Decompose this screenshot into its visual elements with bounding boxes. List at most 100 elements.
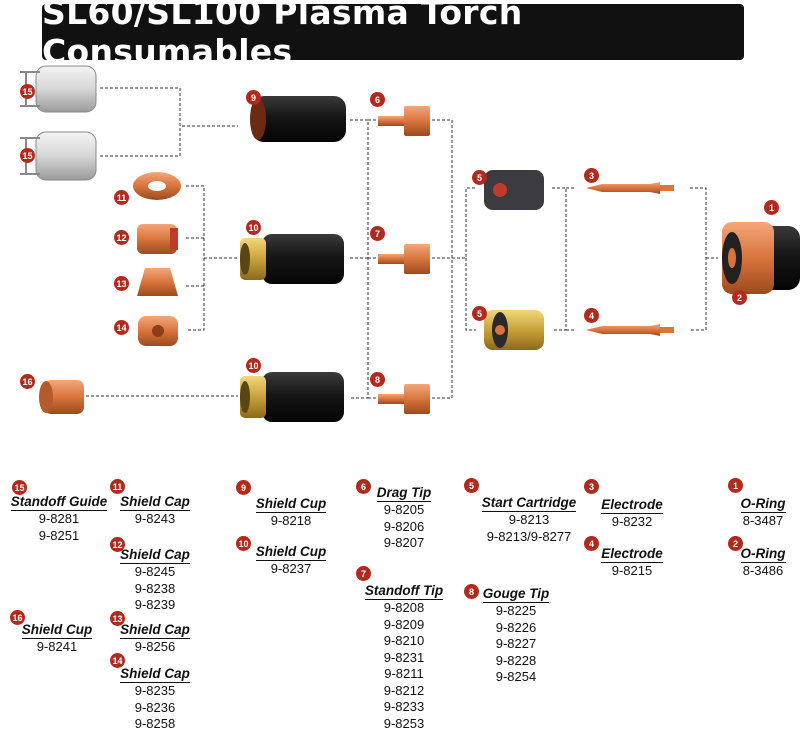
- legend-shield-cup-9: Shield Cup 9-8218: [246, 495, 336, 530]
- badge-16: 16: [20, 374, 35, 389]
- legend-standoff-guide: Standoff Guide 9-8281 9-8251: [4, 493, 114, 544]
- part-name: Electrode: [601, 546, 663, 563]
- badge-14: 14: [114, 320, 129, 335]
- legend-badge: 2: [728, 536, 743, 551]
- badge-8: 8: [370, 372, 385, 387]
- part-number: 9-8208: [383, 600, 425, 615]
- part-name: Start Cartridge: [481, 495, 577, 512]
- part-name: Shield Cup: [255, 496, 327, 513]
- legend-o-ring-2: O-Ring 8-3486: [728, 545, 798, 580]
- part-number: 9-8233: [383, 699, 425, 714]
- legend-badge: 5: [464, 478, 479, 493]
- electrode-icon: [586, 182, 674, 336]
- legend-shield-cup-16: Shield Cup 9-8241: [14, 621, 100, 656]
- badge-3: 3: [584, 168, 599, 183]
- badge-2: 2: [732, 290, 747, 305]
- legend-electrode-3: Electrode 9-8232: [590, 496, 674, 531]
- legend-badge: 16: [10, 610, 25, 625]
- legend-electrode-4: Electrode 9-8215: [590, 545, 674, 580]
- part-number: 8-3487: [742, 513, 784, 528]
- legend-badge: 13: [110, 611, 125, 626]
- legend-badge: 6: [356, 479, 371, 494]
- badge-7: 7: [370, 226, 385, 241]
- badge-5: 5: [472, 306, 487, 321]
- standoff-guide-icon: [20, 65, 97, 181]
- part-name: Shield Cap: [120, 666, 190, 683]
- part-number: 9-8212: [383, 682, 425, 698]
- part-number: 9-8215: [611, 563, 653, 578]
- part-number: 9-8227: [495, 636, 537, 651]
- legend-shield-cap-12: Shield Cap 9-8245 9-8238 9-8239: [112, 546, 198, 614]
- part-name: O-Ring: [740, 546, 786, 563]
- part-number: 9-8228: [495, 652, 537, 668]
- badge-5: 5: [472, 170, 487, 185]
- part-number: 9-8206: [383, 518, 425, 534]
- legend-badge: 11: [110, 479, 125, 494]
- part-number: 9-8256: [134, 639, 176, 654]
- legend-standoff-tip: Standoff Tip 9-8208 9-8209 9-8210 9-8231…: [356, 582, 452, 732]
- legend-shield-cap-14: Shield Cap 9-8235 9-8236 9-8258: [112, 665, 198, 733]
- part-name: Standoff Tip: [364, 583, 444, 600]
- badge-12: 12: [114, 230, 129, 245]
- part-name: Shield Cap: [120, 494, 190, 511]
- part-name: Gouge Tip: [482, 586, 550, 603]
- legend-badge: 12: [110, 537, 125, 552]
- shield-cap-icon: [133, 172, 181, 346]
- part-name: Shield Cap: [120, 547, 190, 564]
- badge-15: 15: [20, 84, 35, 99]
- part-number: 9-8238: [134, 580, 176, 596]
- part-number: 9-8207: [383, 535, 425, 550]
- badge-10: 10: [246, 220, 261, 235]
- part-name: Drag Tip: [376, 485, 432, 502]
- part-name: Shield Cup: [21, 622, 93, 639]
- part-number: 9-8213: [508, 512, 550, 527]
- legend-gouge-tip: Gouge Tip 9-8225 9-8226 9-8227 9-8228 9-…: [474, 585, 558, 686]
- part-number: 9-8235: [134, 683, 176, 698]
- part-number: 9-8281: [38, 511, 80, 526]
- part-number: 9-8253: [383, 715, 425, 731]
- part-number: 9-8218: [270, 513, 312, 528]
- part-number: 8-3486: [742, 563, 784, 578]
- legend-shield-cap-11: Shield Cap 9-8243: [112, 493, 198, 528]
- part-name: Shield Cap: [120, 622, 190, 639]
- torch-tip-icon: [378, 106, 430, 414]
- part-number: 9-8241: [36, 639, 78, 654]
- legend-badge: 15: [12, 480, 27, 495]
- badge-1: 1: [764, 200, 779, 215]
- legend-shield-cap-13: Shield Cap 9-8256: [112, 621, 198, 656]
- legend-shield-cup-10: Shield Cup 9-8237: [246, 543, 336, 578]
- part-name: Shield Cup: [255, 544, 327, 561]
- title-banner: SL60/SL100 Plasma Torch Consumables: [42, 0, 744, 71]
- part-name: Standoff Guide: [10, 494, 108, 511]
- part-number: 9-8213/9-8277: [486, 528, 572, 544]
- part-number: 9-8231: [383, 649, 425, 665]
- part-number: 9-8239: [134, 597, 176, 612]
- part-number: 9-8245: [134, 564, 176, 579]
- part-number: 9-8205: [383, 502, 425, 517]
- legend-badge: 10: [236, 536, 251, 551]
- part-number: 9-8209: [383, 616, 425, 632]
- badge-13: 13: [114, 276, 129, 291]
- legend-badge: 4: [584, 536, 599, 551]
- part-name: Electrode: [601, 497, 663, 514]
- part-name: O-Ring: [740, 496, 786, 513]
- legend-badge: 1: [728, 478, 743, 493]
- part-number: 9-8211: [384, 666, 424, 681]
- page-title: SL60/SL100 Plasma Torch Consumables: [42, 0, 523, 71]
- badge-15: 15: [20, 148, 35, 163]
- badge-4: 4: [584, 308, 599, 323]
- connector-lines: [86, 87, 718, 399]
- part-number: 9-8237: [270, 561, 312, 576]
- legend-badge: 7: [356, 566, 371, 581]
- badge-10: 10: [246, 358, 261, 373]
- legend-badge: 3: [584, 479, 599, 494]
- part-number: 9-8232: [611, 514, 653, 529]
- torch-head-icon: [722, 222, 800, 294]
- badge-6: 6: [370, 92, 385, 107]
- legend-start-cartridge: Start Cartridge 9-8213 9-8213/9-8277: [470, 494, 588, 545]
- badge-11: 11: [114, 190, 129, 205]
- legend-o-ring-1: O-Ring 8-3487: [728, 495, 798, 530]
- copper-shield-cup-icon: [39, 380, 84, 414]
- legend-badge: 8: [464, 584, 479, 599]
